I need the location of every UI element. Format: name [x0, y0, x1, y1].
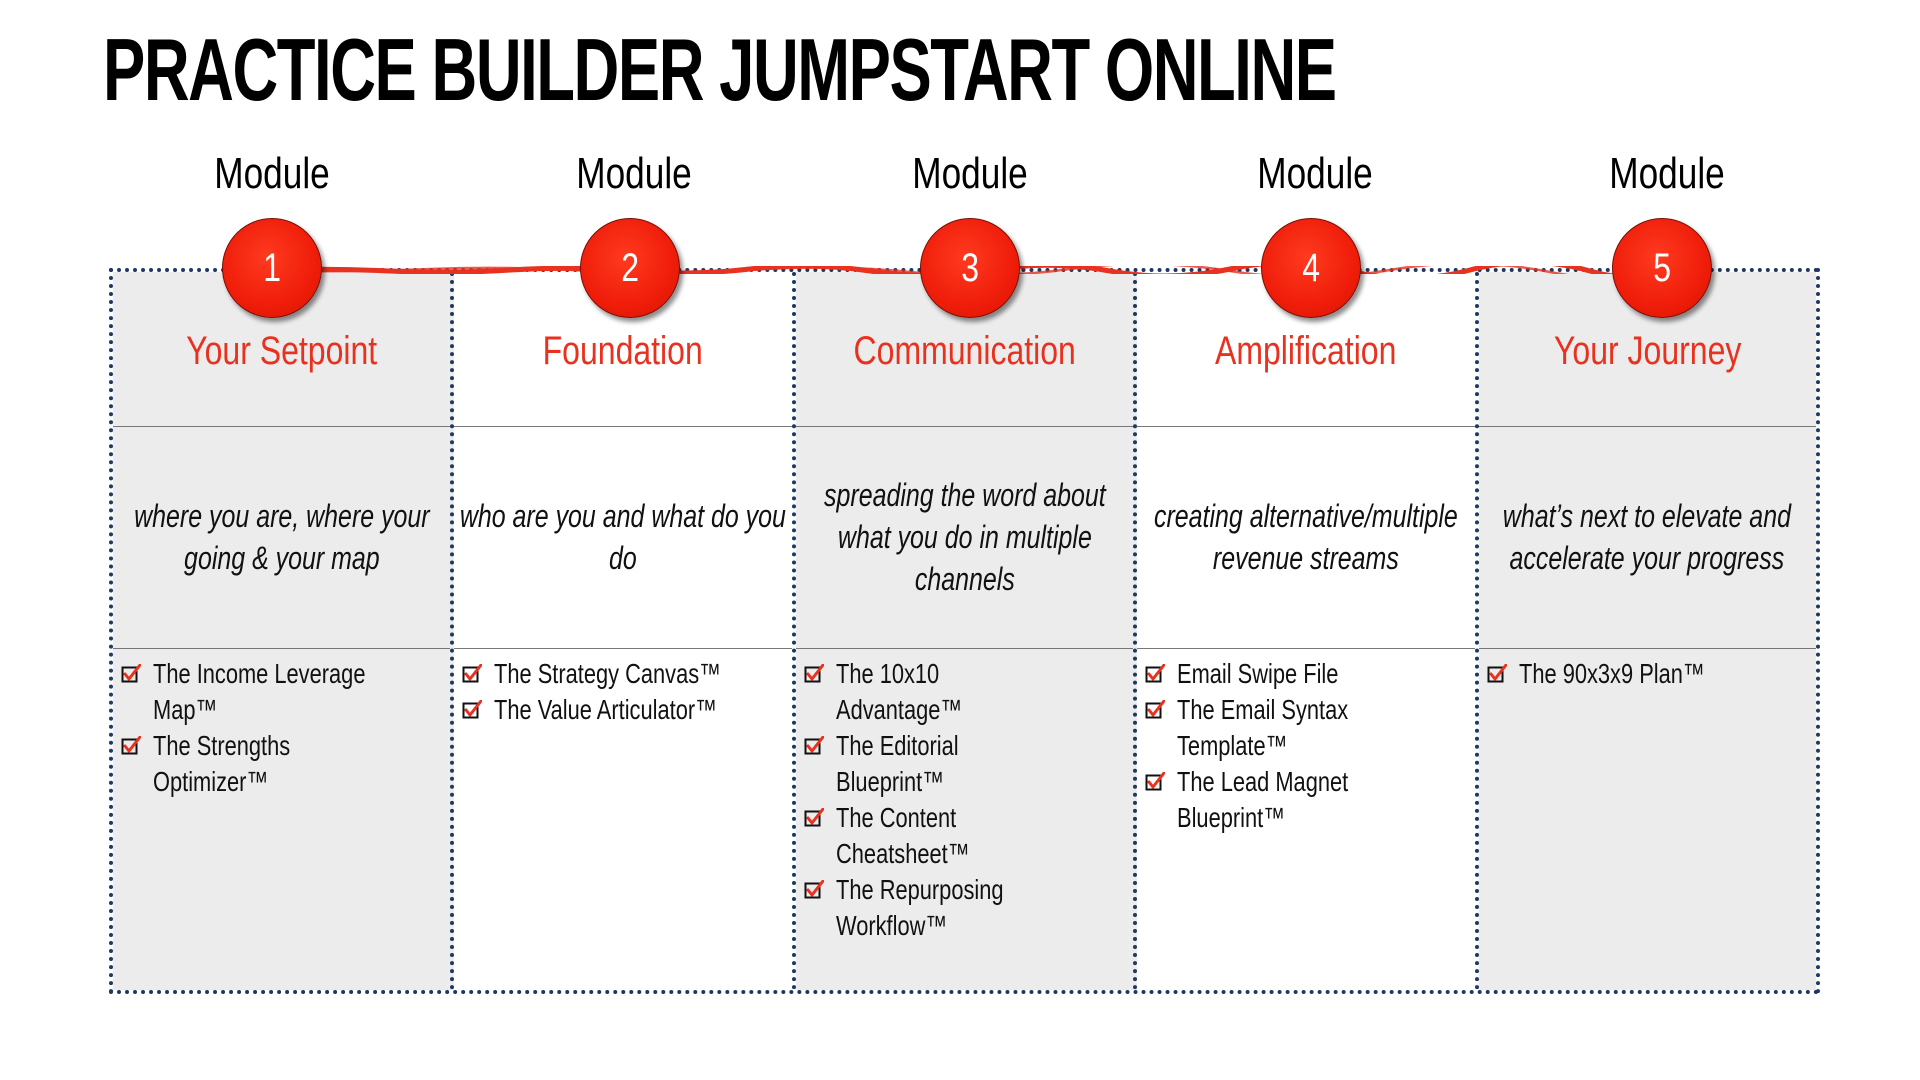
checklist-item-label: The Editorial Blueprint™	[835, 730, 959, 797]
checklist-item-label: The Strategy Canvas™	[494, 658, 722, 689]
checklist-item-label: The Strengths Optimizer™	[153, 730, 291, 797]
module-number-badge-1: 1	[222, 218, 322, 318]
checklist-item: The Repurposing Workflow™	[804, 872, 1129, 944]
module-description-2: who are you and what do you do	[460, 498, 787, 576]
checkbox-checked-icon	[804, 736, 824, 756]
checklist-item-label: Email Swipe File	[1177, 658, 1339, 689]
module-checklist-5: The 90x3x9 Plan™	[1487, 656, 1812, 692]
module-label-4: Module	[1257, 149, 1373, 198]
module-number-badge-3: 3	[920, 218, 1020, 318]
module-number-badge-4: 4	[1261, 218, 1361, 318]
module-number-badge-5: 5	[1612, 218, 1712, 318]
module-description-4: creating alternative/multiple revenue st…	[1154, 498, 1458, 576]
checkbox-checked-icon	[462, 664, 483, 684]
module-title-1: Your Setpoint	[186, 329, 378, 373]
checkbox-checked-icon	[804, 880, 824, 900]
module-title-5: Your Journey	[1553, 329, 1742, 373]
module-column-2: Foundation who are you and what do you d…	[454, 272, 796, 990]
checkbox-checked-icon	[1145, 664, 1166, 684]
module-description-3: spreading the word about what you do in …	[823, 477, 1106, 597]
module-description-1: where you are, where your going & your m…	[133, 498, 430, 576]
module-column-5: Your Journey what’s next to elevate and …	[1478, 272, 1817, 990]
checklist-item-label: The Email Syntax Template™	[1177, 694, 1349, 761]
checklist-item-label: The Value Articulator™	[494, 694, 718, 725]
checkbox-checked-icon	[804, 808, 824, 828]
checkbox-checked-icon	[121, 736, 141, 756]
module-title-3: Communication	[853, 329, 1076, 373]
module-label-2: Module	[576, 149, 692, 198]
checklist-item-label: The Income Leverage Map™	[153, 658, 366, 725]
checkbox-checked-icon	[1145, 772, 1166, 792]
checklist-item: The Value Articulator™	[462, 692, 787, 728]
module-grid: Your Setpoint where you are, where your …	[109, 268, 1820, 994]
checklist-item: The Content Cheatsheet™	[804, 800, 1129, 872]
checklist-item: The Strengths Optimizer™	[121, 728, 446, 800]
module-checklist-2: The Strategy Canvas™ The Value Articulato…	[462, 656, 787, 728]
checklist-item-label: The Content Cheatsheet™	[835, 802, 970, 869]
checklist-item-label: The 90x3x9 Plan™	[1518, 658, 1705, 689]
checklist-item: The 90x3x9 Plan™	[1487, 656, 1812, 692]
checkbox-checked-icon	[804, 664, 824, 684]
checklist-item: The Income Leverage Map™	[121, 656, 446, 728]
checkbox-checked-icon	[1145, 700, 1166, 720]
checklist-item-label: The Repurposing Workflow™	[835, 874, 1004, 941]
module-column-3: Communication spreading the word about w…	[795, 272, 1138, 990]
module-label-1: Module	[214, 149, 330, 198]
checklist-item: The Editorial Blueprint™	[804, 728, 1129, 800]
module-column-1: Your Setpoint where you are, where your …	[113, 272, 455, 990]
module-description-5: what’s next to elevate and accelerate yo…	[1503, 498, 1792, 576]
checklist-item-label: The 10x10 Advantage™	[835, 658, 963, 725]
checklist-item: The Email Syntax Template™	[1145, 692, 1470, 764]
checklist-item: The Lead Magnet Blueprint™	[1145, 764, 1470, 836]
checklist-item-label: The Lead Magnet Blueprint™	[1177, 766, 1349, 833]
module-title-2: Foundation	[543, 329, 704, 373]
checkbox-checked-icon	[1487, 664, 1507, 684]
module-title-4: Amplification	[1215, 329, 1397, 373]
checkbox-checked-icon	[462, 700, 483, 720]
checklist-item: Email Swipe File	[1145, 656, 1470, 692]
module-number-badge-2: 2	[580, 218, 680, 318]
checklist-item: The Strategy Canvas™	[462, 656, 787, 692]
checkbox-checked-icon	[121, 664, 141, 684]
module-label-5: Module	[1609, 149, 1725, 198]
module-column-4: Amplification creating alternative/multi…	[1137, 272, 1479, 990]
checklist-item: The 10x10 Advantage™	[804, 656, 1129, 728]
module-label-3: Module	[912, 149, 1028, 198]
page-title: PRACTICE BUILDER JUMPSTART ONLINE	[103, 20, 1337, 119]
